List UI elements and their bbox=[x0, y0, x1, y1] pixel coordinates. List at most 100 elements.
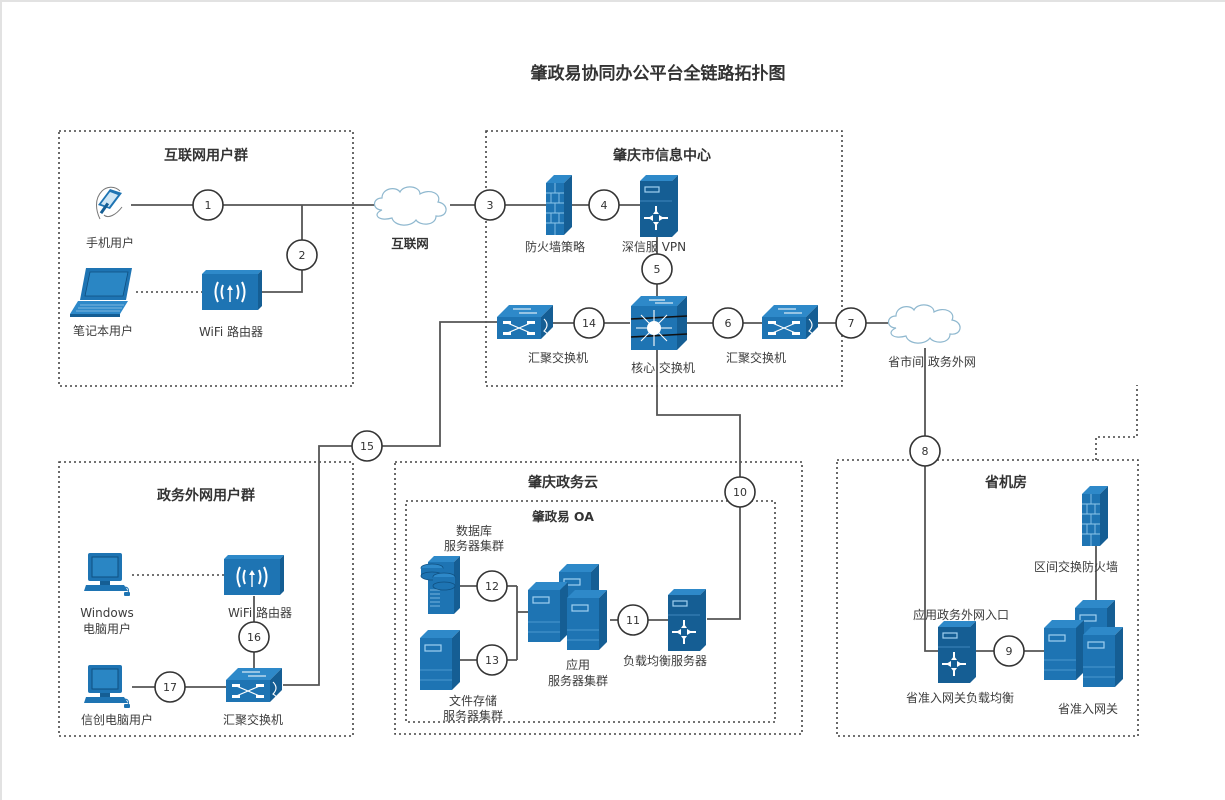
app-cluster-device[interactable] bbox=[527, 563, 608, 651]
link-marker-label: 6 bbox=[725, 317, 732, 330]
link-marker-label: 14 bbox=[582, 317, 596, 330]
xinchuang-pc-device[interactable] bbox=[83, 664, 131, 709]
label-mobile-user: 手机用户 bbox=[86, 235, 134, 250]
wireless-router-icon bbox=[223, 554, 285, 596]
vpn-device[interactable] bbox=[639, 174, 679, 238]
database-server-icon bbox=[420, 556, 460, 614]
load-balancer-icon bbox=[937, 620, 977, 684]
link-marker-14: 14 bbox=[573, 307, 605, 339]
link-marker-label: 13 bbox=[485, 654, 499, 667]
link-marker-2: 2 bbox=[286, 239, 318, 271]
core-switch-device[interactable] bbox=[630, 296, 688, 350]
link-marker-circle bbox=[993, 635, 1025, 667]
laptop-user-device[interactable] bbox=[70, 268, 132, 317]
agg-switch-bottom[interactable] bbox=[225, 667, 283, 703]
label-gateway-lb: 省准入网关负载均衡 bbox=[906, 691, 1014, 705]
link-marker-7: 7 bbox=[835, 307, 867, 339]
pc-icon bbox=[83, 664, 131, 709]
link-marker-label: 4 bbox=[601, 199, 608, 212]
label-wifi-router-1: WiFi 路由器 bbox=[199, 324, 263, 339]
label-windows-pc-line2: 电脑用户 bbox=[83, 621, 131, 636]
label-vpn: 深信服 VPN bbox=[622, 240, 686, 254]
label-xinchuang-pc: 信创电脑用户 bbox=[81, 712, 153, 727]
link-marker-13: 13 bbox=[476, 644, 508, 676]
link-cloud-gateway-lb bbox=[924, 348, 938, 652]
label-core-switch: 核心 交换机 bbox=[631, 360, 695, 375]
link-marker-circle bbox=[573, 307, 605, 339]
label-db-cluster-line2: 服务器集群 bbox=[444, 538, 504, 553]
gateway-device[interactable] bbox=[1043, 599, 1124, 688]
link-marker-3: 3 bbox=[474, 189, 506, 221]
label-internet: 互联网 bbox=[391, 236, 429, 251]
link-marker-circle bbox=[476, 644, 508, 676]
zone-province-room bbox=[836, 459, 1139, 737]
link-marker-label: 12 bbox=[485, 580, 499, 593]
gov-ext-cloud[interactable] bbox=[887, 304, 961, 344]
link-marker-label: 2 bbox=[299, 249, 306, 262]
lb-server-device[interactable] bbox=[667, 588, 707, 652]
cloud-icon bbox=[887, 304, 961, 344]
zone-title-gov-cloud: 肇庆政务云 bbox=[528, 474, 598, 491]
wireless-router-icon bbox=[201, 269, 263, 311]
label-app-cluster-line1: 应用 bbox=[566, 657, 590, 672]
link-marker-8: 8 bbox=[909, 435, 941, 467]
wifi-router-1[interactable] bbox=[201, 269, 263, 311]
handheld-icon bbox=[96, 186, 123, 220]
file-cluster-device[interactable] bbox=[419, 629, 461, 691]
link-marker-circle bbox=[909, 435, 941, 467]
internet-cloud[interactable] bbox=[373, 186, 447, 226]
laptop-icon bbox=[70, 268, 132, 317]
windows-pc-device[interactable] bbox=[83, 552, 131, 597]
label-file-cluster-line1: 文件存储 bbox=[449, 693, 497, 708]
label-wifi-router-2: WiFi 路由器 bbox=[228, 605, 292, 620]
link-marker-circle bbox=[351, 430, 383, 462]
dotted-boundary-right bbox=[1095, 385, 1138, 460]
link-marker-circle bbox=[476, 570, 508, 602]
link-marker-9: 9 bbox=[993, 635, 1025, 667]
wifi-router-2[interactable] bbox=[223, 554, 285, 596]
switch-icon bbox=[225, 667, 283, 703]
link-core-lb bbox=[656, 350, 741, 620]
agg-switch-left[interactable] bbox=[496, 304, 554, 340]
cloud-icon bbox=[373, 186, 447, 226]
vpn-server-icon bbox=[639, 174, 679, 238]
switch-icon bbox=[761, 304, 819, 340]
link-marker-label: 16 bbox=[247, 631, 261, 644]
agg-switch-right[interactable] bbox=[761, 304, 819, 340]
link-marker-12: 12 bbox=[476, 570, 508, 602]
zone-title-province-room: 省机房 bbox=[984, 474, 1027, 491]
zone-title-gov-ext-users: 政务外网用户群 bbox=[157, 487, 255, 504]
mobile-user-device[interactable] bbox=[96, 186, 123, 220]
switch-icon bbox=[496, 304, 554, 340]
link-marker-circle bbox=[238, 621, 270, 653]
link-marker-5: 5 bbox=[641, 253, 673, 285]
link-marker-circle bbox=[192, 189, 224, 221]
link-marker-circle bbox=[474, 189, 506, 221]
firewall-device[interactable] bbox=[545, 174, 573, 236]
link-marker-4: 4 bbox=[588, 189, 620, 221]
link-marker-label: 7 bbox=[848, 317, 855, 330]
firewall-icon bbox=[545, 174, 573, 236]
label-file-cluster-line2: 服务器集群 bbox=[443, 708, 503, 723]
link-marker-circle bbox=[835, 307, 867, 339]
link-marker-10: 10 bbox=[724, 476, 756, 508]
zone-internet-users bbox=[58, 130, 354, 387]
link-marker-label: 10 bbox=[733, 486, 747, 499]
zone-firewall-device[interactable] bbox=[1081, 485, 1109, 547]
db-cluster-device[interactable] bbox=[420, 556, 460, 614]
zone-title-oa: 肇政易 OA bbox=[532, 509, 594, 524]
load-balancer-icon bbox=[667, 588, 707, 652]
link-marker-label: 8 bbox=[922, 445, 929, 458]
zone-title-info-center: 肇庆市信息中心 bbox=[613, 147, 711, 164]
gateway-lb-device[interactable] bbox=[937, 620, 977, 684]
label-zone-firewall: 区间交换防火墙 bbox=[1034, 559, 1118, 574]
zone-gov-ext-users bbox=[58, 461, 354, 737]
zone-title-internet-users: 互联网用户群 bbox=[164, 147, 248, 164]
label-agg-switch-bottom: 汇聚交换机 bbox=[223, 712, 283, 727]
link-marker-circle bbox=[588, 189, 620, 221]
firewall-icon bbox=[1081, 485, 1109, 547]
label-gateway: 省准入网关 bbox=[1058, 702, 1118, 716]
link-marker-label: 5 bbox=[654, 263, 661, 276]
